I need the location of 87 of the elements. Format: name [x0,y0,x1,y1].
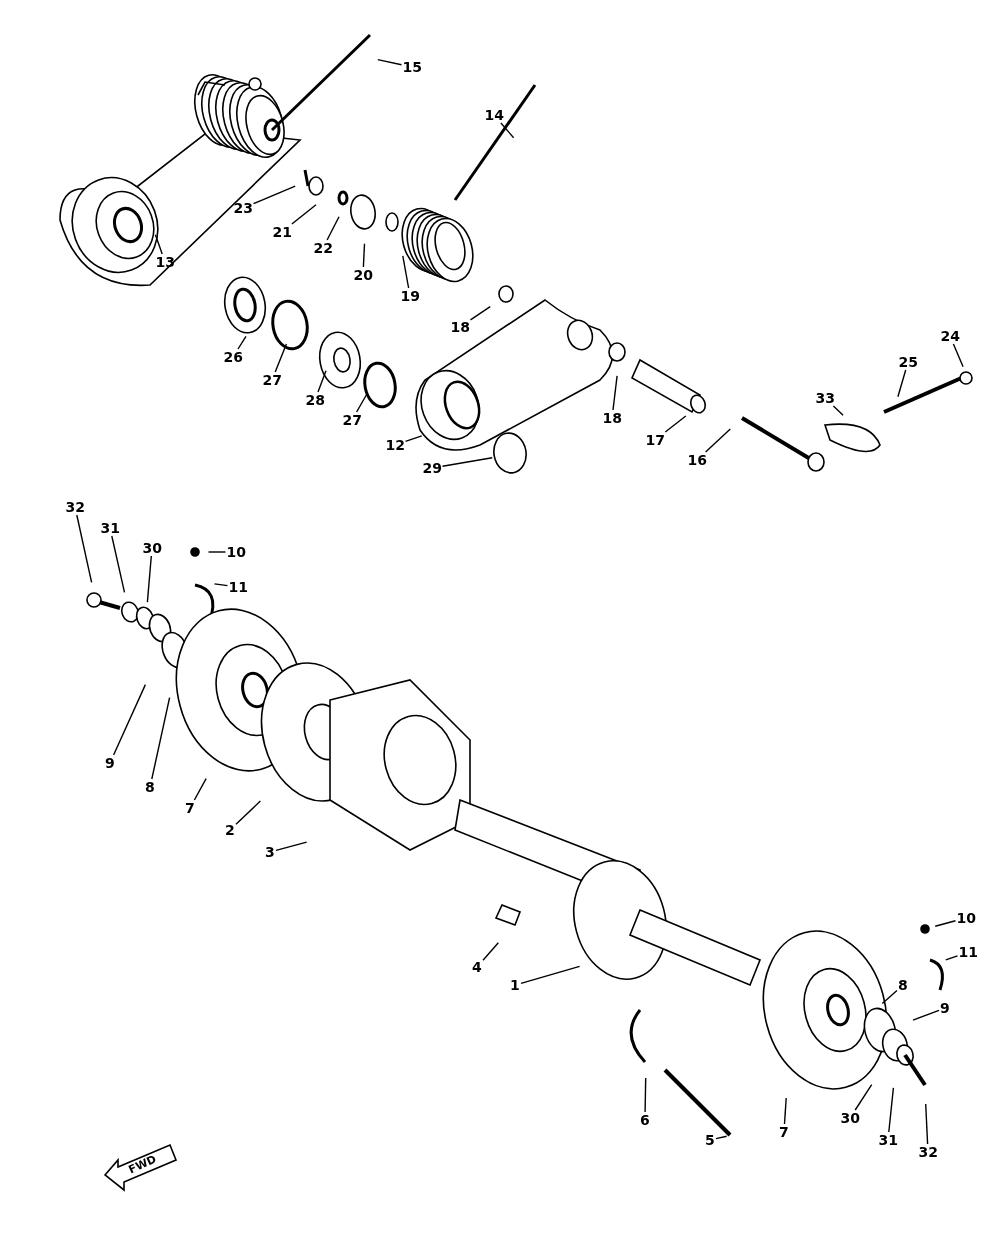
callout-number: 9 [104,755,116,771]
callout-number: 33 [814,390,836,406]
callout-number: 12 [384,437,406,453]
leader-line [213,583,229,587]
callout-number: 30 [839,1110,861,1126]
leader-line [704,428,731,453]
callout-number: 23 [232,200,254,216]
callout-number: 31 [99,520,121,536]
leader-line [112,683,147,756]
callout-number: 1 [509,977,521,993]
callout-number: 3 [264,844,276,860]
leader-line [469,305,491,321]
leader-line [612,375,618,411]
callout-number: 32 [917,1144,939,1160]
leader-line [355,393,368,413]
leader-line [154,234,163,255]
callout-number: 5 [704,1132,716,1148]
callout-number: 30 [141,540,163,556]
callout-number: 25 [897,354,919,370]
callout-number: 22 [312,240,334,256]
leader-line [715,1135,728,1140]
leader-line [520,965,581,984]
leader-line [237,335,247,350]
callout-number: 6 [639,1112,651,1128]
callout-number: 21 [271,224,293,240]
callout-number: 13 [154,254,176,270]
leader-line [274,343,288,373]
leader-line [482,942,499,961]
callout-number: 14 [483,107,505,123]
callout-number: 11 [957,944,979,960]
leader-line [377,58,403,66]
leader-line [644,1077,647,1113]
callout-number: 31 [877,1132,899,1148]
leader-line [151,696,171,780]
callout-number: 32 [64,499,86,515]
leader-line [146,555,152,603]
leader-line [441,457,493,467]
leader-line [925,1103,929,1145]
direction-label: FWD [126,1152,159,1177]
callout-number: 10 [225,544,247,560]
leader-line [783,1097,787,1125]
leader-line [500,122,515,139]
callout-number: 29 [421,460,443,476]
callout-number: 27 [341,412,363,428]
leader-line [291,204,317,225]
callout-number: 9 [939,1000,951,1016]
leader-line [897,369,907,398]
leader-line [111,535,126,594]
leader-line [832,405,844,416]
leader-line [326,216,340,241]
callout-number: 15 [401,59,423,75]
callout-number: 7 [778,1124,790,1140]
leader-line [404,435,423,443]
callout-number: 10 [955,910,977,926]
callout-number: 19 [399,288,421,304]
callout-number: 2 [224,822,236,838]
callout-number: 20 [352,267,374,283]
callout-number: 18 [449,319,471,335]
leader-line [888,1087,895,1133]
callout-number: 7 [184,800,196,816]
leader-line [945,955,959,961]
leader-line [402,255,410,289]
callout-number: 18 [601,410,623,426]
leader-line [207,551,227,553]
leader-line [664,415,687,433]
leader-line [193,778,207,801]
leader-line [854,1084,873,1111]
callout-number: 4 [471,959,483,975]
leader-line [317,370,327,393]
callout-number: 16 [686,452,708,468]
leader-line [275,841,308,852]
leader-line [881,989,898,1005]
callout-number: 8 [144,779,156,795]
leader-line [912,1009,940,1021]
leader-line [76,514,93,584]
leader-line [252,185,296,205]
callout-number: 24 [939,328,961,344]
leader-line [952,343,964,368]
callout-number: 28 [304,392,326,408]
leader-line [235,800,262,825]
callout-number: 11 [227,579,249,595]
callout-number: 27 [261,372,283,388]
callout-number: 8 [897,977,909,993]
callout-number: 17 [644,432,666,448]
leader-line [934,920,957,927]
leader-line [362,243,366,268]
callout-number: 26 [222,349,244,365]
